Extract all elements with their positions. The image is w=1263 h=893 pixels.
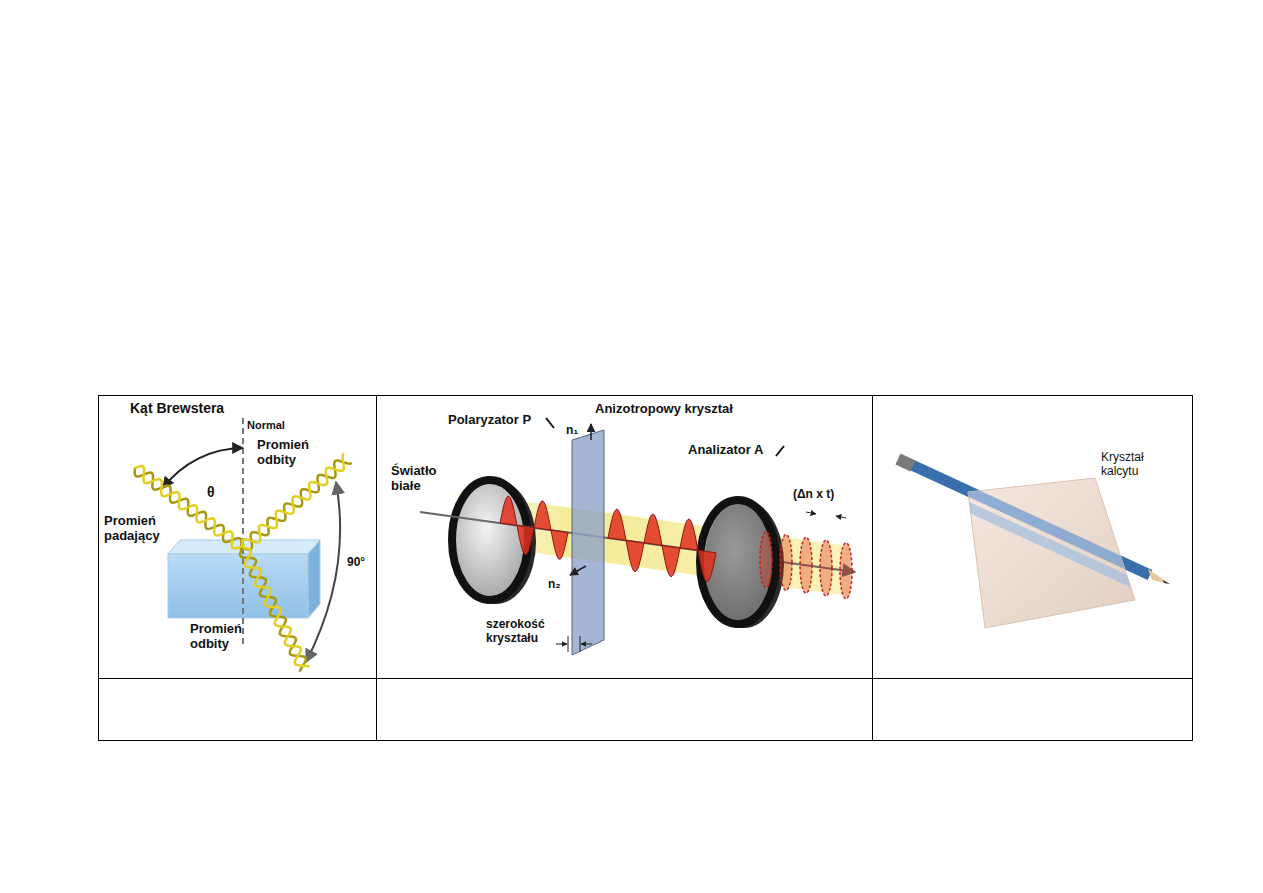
- pencil-lead: [1163, 580, 1170, 584]
- light-ray: [242, 454, 344, 548]
- pencil-image: [912, 465, 1150, 575]
- angle-label: θ: [207, 484, 215, 500]
- table-rule: [99, 678, 1193, 679]
- crystal-plate: [572, 430, 604, 655]
- glass-front: [168, 554, 308, 618]
- n1-arrow: [590, 424, 592, 440]
- part-name: Analizator A: [688, 443, 763, 458]
- delta-arrow: [836, 516, 846, 518]
- angle-label: 90°: [347, 556, 365, 570]
- n2-arrow: [570, 566, 586, 575]
- dimension-label: szerokość kryształu: [486, 618, 554, 646]
- light-ray: [243, 548, 309, 667]
- table-border: [99, 396, 1193, 741]
- axis-label: Normal: [247, 419, 285, 432]
- polarizer-direction: [546, 418, 554, 428]
- brewster-figure: [135, 418, 352, 672]
- part-name: Polaryzator P: [448, 413, 531, 428]
- figure-title: Kąt Brewstera: [130, 400, 224, 416]
- angle-arc: [163, 448, 243, 488]
- index-label: n₂: [548, 578, 561, 592]
- analyzer-direction: [776, 446, 784, 456]
- polariscope-figure: [420, 418, 855, 655]
- polarizer: [452, 480, 528, 600]
- width-tick: [580, 636, 581, 652]
- pencil-image: [912, 481, 1150, 591]
- elliptical-wave: [840, 543, 852, 599]
- elliptical-wave: [780, 534, 792, 590]
- width-arrow: [556, 644, 567, 645]
- light-label: Światło białe: [391, 464, 449, 494]
- elliptical-wave: [820, 540, 832, 596]
- normal-line: [242, 418, 244, 648]
- retardation-label: (Δn x t): [793, 488, 834, 502]
- part-name: Kryształ kalcytu: [1101, 451, 1165, 479]
- ray-label: Promień odbity: [190, 622, 252, 652]
- ray-label: Promień padający: [104, 514, 170, 544]
- double-image: [912, 465, 1150, 591]
- pencil-end: [898, 459, 913, 466]
- right-angle-arc: [306, 482, 340, 662]
- light-wave: [500, 496, 568, 559]
- table-grid: [99, 396, 1193, 741]
- ray-label: Promień odbity: [257, 438, 319, 468]
- delta-arrow: [806, 512, 816, 514]
- elliptical-wave: [760, 532, 772, 588]
- table-rule: [376, 396, 377, 741]
- width-tick: [568, 636, 569, 652]
- elliptical-wave: [800, 537, 812, 593]
- index-label: n₁: [566, 424, 578, 438]
- light-wave: [608, 509, 716, 581]
- table-rule: [872, 396, 873, 741]
- calcite-figure: [898, 459, 1170, 628]
- width-arrow: [581, 644, 592, 645]
- pencil-tip: [1148, 569, 1170, 584]
- glass-side: [308, 540, 320, 618]
- part-name: Anizotropowy kryształ: [595, 402, 733, 417]
